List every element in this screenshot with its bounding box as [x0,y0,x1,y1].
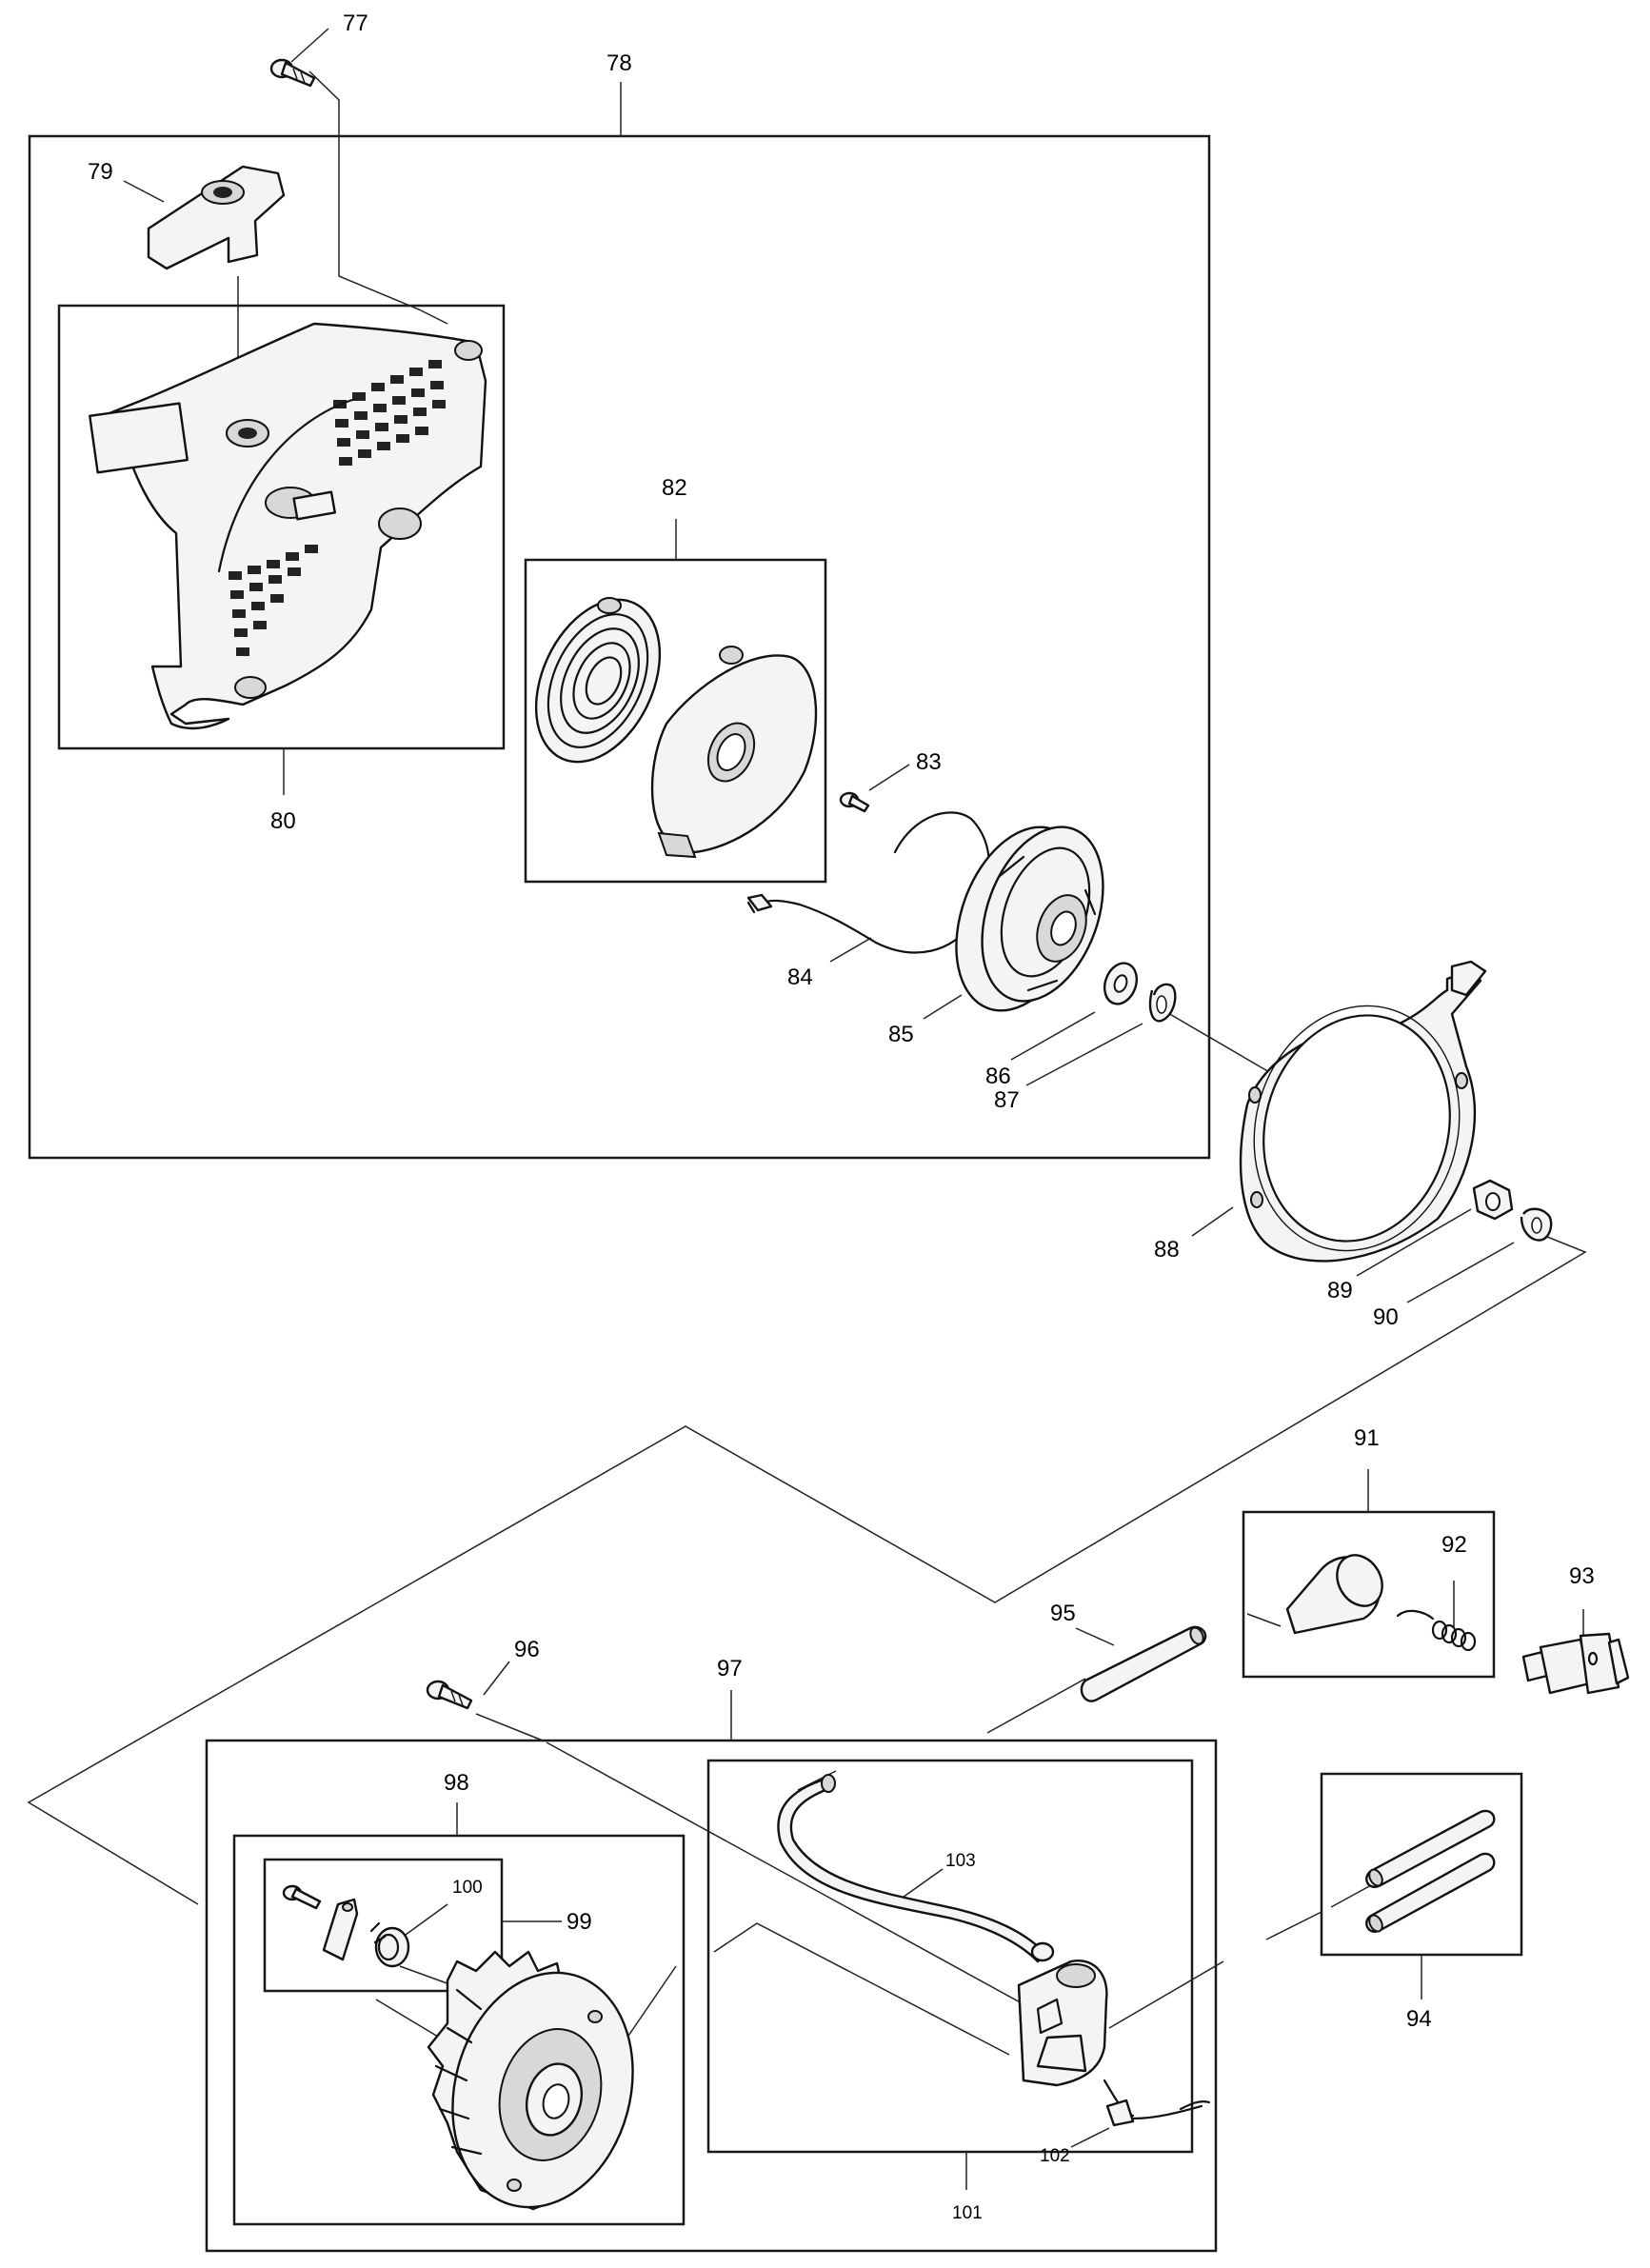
part-99-pawl-icon [322,1898,359,1961]
part-99-screw-icon [282,1884,322,1910]
part-90-spring-washer-icon [1520,1207,1553,1242]
part-100-spring-icon [369,1921,410,1968]
callout-90: 90 [1373,1304,1399,1330]
callout-86: 86 [985,1064,1011,1089]
part-83-screw-icon [839,791,870,813]
callout-85: 85 [888,1022,914,1047]
part-85-rope-pulley-icon [955,826,1104,1012]
callout-96: 96 [514,1637,540,1662]
part-84-starter-rope-icon [746,811,990,954]
callout-99: 99 [567,1909,592,1935]
callout-103: 103 [945,1851,976,1871]
part-98-flywheel-icon [427,1950,634,2211]
callout-97: 97 [717,1656,743,1681]
part-91-spark-plug-cap-icon [1285,1554,1383,1635]
part-89-nut-icon [1472,1179,1514,1221]
group-box-80 [57,304,506,750]
part-87-retaining-clip-icon [1148,983,1177,1023]
group-box-98 [232,1834,686,2226]
part-96-screw-icon [426,1680,473,1710]
part-93-spark-plug-icon [1521,1632,1630,1695]
part-80-starter-housing-icon [89,322,487,730]
callout-88: 88 [1154,1237,1180,1263]
part-79-starter-handle-icon [147,165,286,270]
group-box-97 [205,1739,1218,2253]
callout-101: 101 [952,2203,983,2223]
part-102-ground-wire-icon [1103,2079,1211,2127]
callout-labels: 77 78 79 80 82 83 84 85 86 87 88 89 90 9… [88,10,1595,2223]
part-88-fan-cover-icon [1239,960,1487,1263]
callout-83: 83 [916,749,942,775]
callout-78: 78 [606,50,632,76]
callout-93: 93 [1569,1563,1595,1589]
callout-100: 100 [452,1878,483,1898]
part-77-screw-icon [269,58,316,88]
callout-79: 79 [88,159,113,185]
part-94-pins-icon [1365,1809,1496,1933]
leader-lines [27,28,1587,2190]
part-101-ignition-coil-icon [1017,1941,1108,2087]
part-82-spring-cover-icon [650,646,818,859]
part-92-spring-icon [1396,1609,1477,1652]
group-box-99 [263,1858,504,1993]
callout-89: 89 [1327,1278,1353,1303]
callout-84: 84 [787,965,813,990]
callout-82: 82 [662,475,687,501]
group-box-78 [28,134,1211,1160]
callout-94: 94 [1406,2006,1432,2032]
callout-92: 92 [1441,1532,1467,1558]
callout-77: 77 [343,10,368,36]
callout-87: 87 [994,1087,1020,1113]
callout-102: 102 [1040,2146,1070,2166]
part-95-tube-icon [1080,1625,1207,1702]
part-86-washer-icon [1103,962,1139,1005]
group-box-101 [706,1759,1194,2154]
part-82-spiral-spring-icon [534,597,662,764]
part-103-ignition-wire-icon [777,1774,1047,1963]
callout-91: 91 [1354,1425,1380,1451]
callout-80: 80 [270,808,296,834]
callout-95: 95 [1050,1601,1076,1626]
callout-98: 98 [444,1770,469,1796]
